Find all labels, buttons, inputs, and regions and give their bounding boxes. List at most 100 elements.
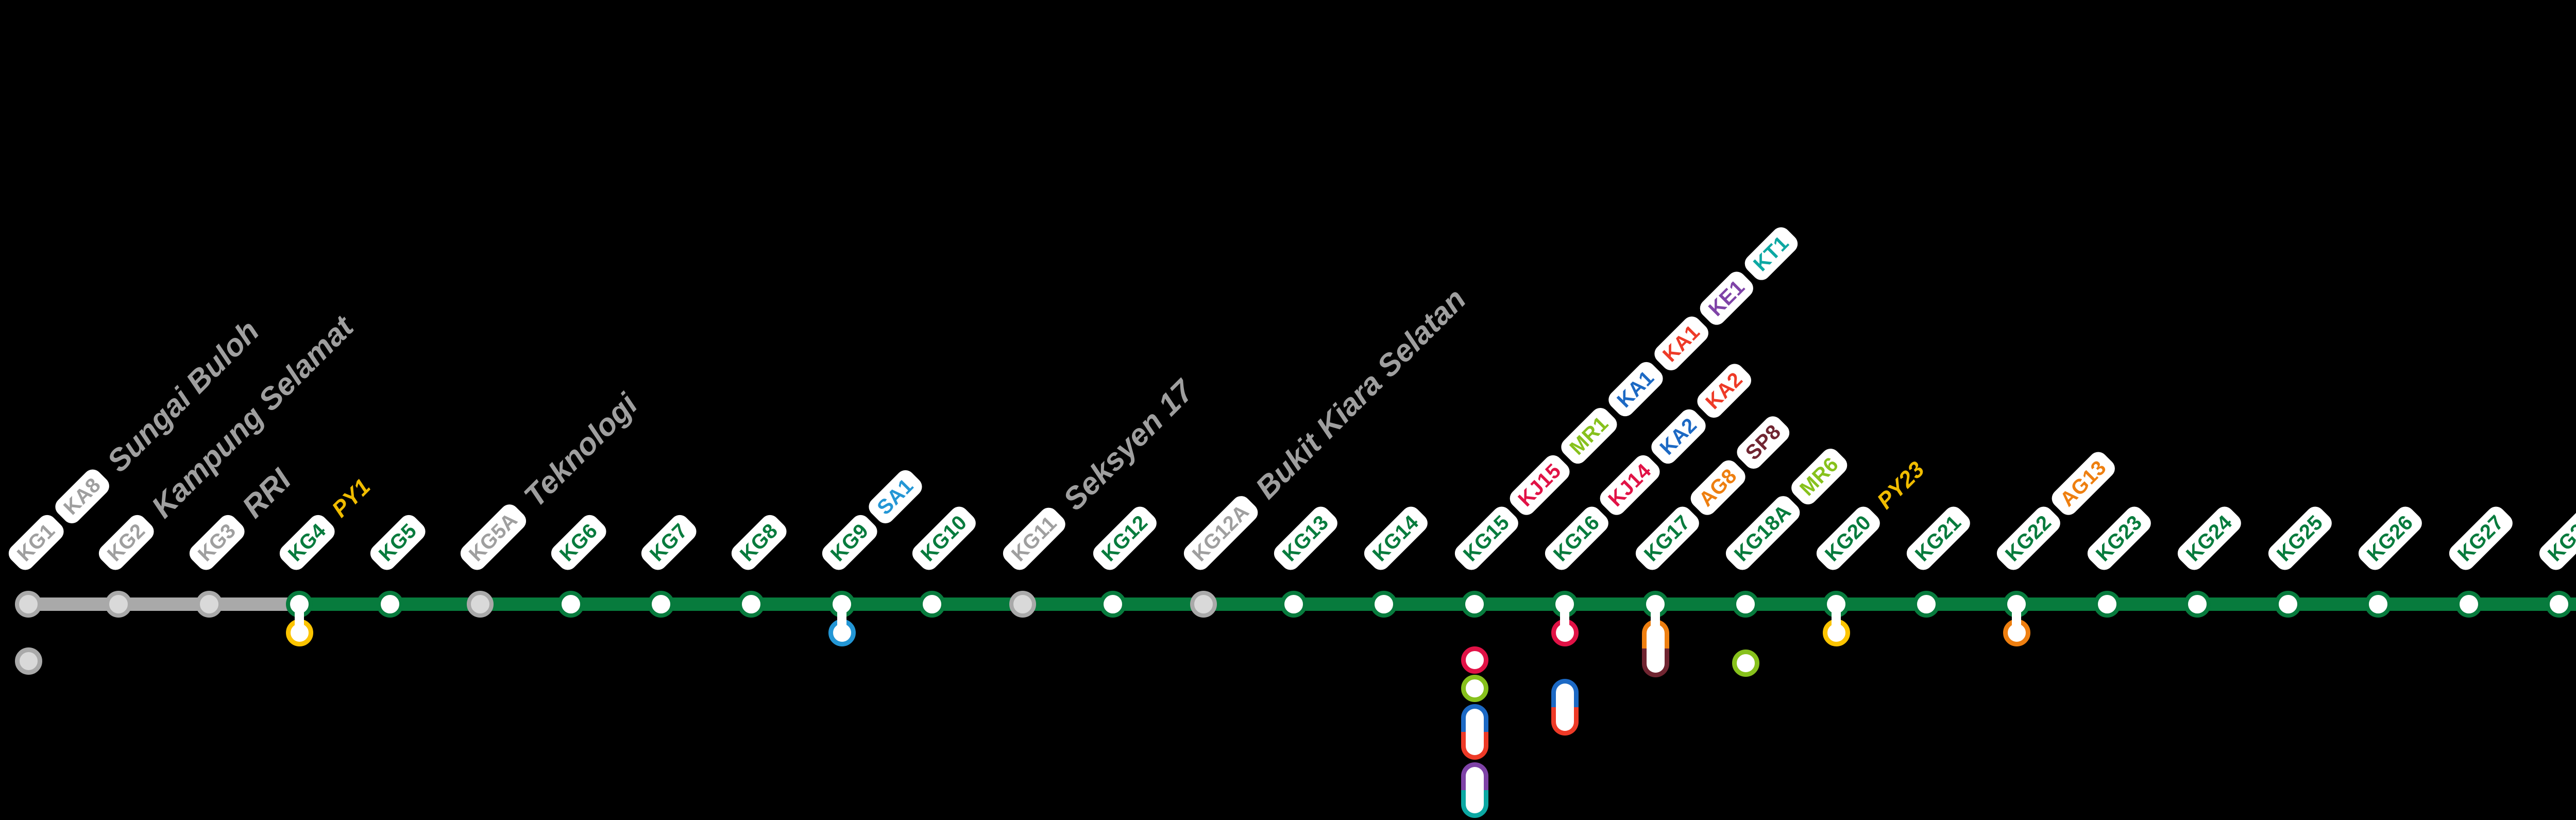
interchange-badge-SA1: SA1 [865,466,926,527]
station-code-badge-KG20: KG20 [1812,503,1884,574]
line-segment-closed [22,597,300,611]
interchange-badge-KT1: KT1 [1741,224,1802,284]
interchange-capsule [1461,762,1488,818]
interchange-grey-circle [15,647,42,675]
interchange-badge-KA8: KA8 [51,465,113,527]
capsule-inner [1465,767,1484,813]
station-dot-KG27 [2455,591,2482,618]
station-code-badge-KG28: KG28 [2535,503,2576,574]
station-label-rail-KG5: KG5 [366,511,429,574]
station-dot-KG25 [2274,591,2301,618]
station-code-badge-KG13: KG13 [1270,503,1341,574]
capsule-inner [1465,709,1484,755]
interchange-mr-circle [1461,675,1488,702]
interchange-badge-SP8: SP8 [1733,412,1793,473]
station-name-KG3: RRI [235,462,298,524]
station-dot-KG18A [1732,591,1759,618]
interchange-connector [837,604,846,633]
station-code-badge-KG27: KG27 [2445,503,2516,574]
interchange-connector [1831,604,1841,633]
station-dot-KG12A [1190,591,1217,618]
station-dot-KG28 [2546,591,2573,618]
interchange-badge-AG13: AG13 [2048,448,2119,519]
station-code-badge-KG8: KG8 [727,511,791,574]
station-code-badge-KG7: KG7 [637,511,700,574]
station-code-badge-KG4: KG4 [276,511,339,574]
interchange-badge-MR6: MR6 [1787,445,1851,508]
station-dot-KG12 [1099,591,1127,618]
interchange-mr-circle [1732,650,1760,677]
station-label-rail-KG14: KG14 [1360,503,1432,574]
station-code-badge-KG12: KG12 [1089,503,1161,574]
station-code-badge-KG18A: KG18A [1722,492,1804,574]
station-code-badge-KG15: KG15 [1451,503,1522,574]
interchange-connector [2012,604,2022,633]
station-dot-KG1 [15,591,42,618]
interchange-badge-KA1: KA1 [1604,358,1667,420]
interchange-badge-MR1: MR1 [1557,404,1621,468]
interchange-capsule [1461,704,1488,760]
interchange-connector [295,604,304,633]
interchange-label-PY1: PY1 [327,474,376,522]
station-name-KG1: Sungai Buloh [100,313,266,479]
station-code-badge-KG6: KG6 [547,511,610,574]
station-dot-KG15 [1461,591,1488,618]
station-dot-KG24 [2184,591,2211,618]
station-code-badge-KG25: KG25 [2264,503,2335,574]
station-code-badge-KG24: KG24 [2174,503,2245,574]
station-label-rail-KG26: KG26 [2354,503,2426,574]
interchange-badge-KJ15: KJ15 [1505,451,1573,519]
interchange-badge-KA1: KA1 [1650,312,1713,374]
interchange-badge-KJ14: KJ14 [1596,451,1664,519]
station-label-rail-KG27: KG27 [2445,503,2516,574]
station-dot-KG7 [648,591,674,618]
station-code-badge-KG14: KG14 [1360,503,1432,574]
station-dot-KG21 [1913,591,1940,618]
station-label-rail-KG7: KG7 [637,511,700,574]
station-dot-KG14 [1370,591,1398,618]
station-label-rail-KG23: KG23 [2083,503,2155,574]
station-code-badge-KG10: KG10 [908,503,980,574]
station-dot-KG10 [919,591,946,618]
line-segment-open [299,597,2576,611]
station-code-badge-KG16: KG16 [1541,503,1613,574]
interchange-connector [1650,604,1660,645]
station-label-rail-KG21: KG21 [1903,503,1974,574]
station-code-badge-KG11: KG11 [999,504,1070,574]
station-dot-KG23 [2093,591,2121,618]
interchange-badge-KA2: KA2 [1648,405,1710,468]
station-dot-KG11 [1009,591,1036,618]
station-code-badge-KG17: KG17 [1632,503,1703,574]
station-label-rail-KG24: KG24 [2174,503,2245,574]
station-dot-KG2 [105,591,132,618]
station-label-rail-KG25: KG25 [2264,503,2335,574]
station-label-rail-KG10: KG10 [908,503,980,574]
station-code-badge-KG2: KG2 [95,511,158,574]
station-code-badge-KG9: KG9 [818,511,881,574]
interchange-badge-AG8: AG8 [1686,456,1750,519]
capsule-inner [1556,684,1574,731]
station-label-rail-KG13: KG13 [1270,503,1341,574]
interchange-badge-KE1: KE1 [1696,267,1757,329]
station-code-badge-KG5: KG5 [366,511,429,574]
station-name-KG5A: Teknologi [517,386,644,514]
interchange-connector [1560,604,1570,633]
station-dot-KG8 [738,591,765,618]
station-code-badge-KG26: KG26 [2354,503,2426,574]
station-code-badge-KG12A: KG12A [1179,492,1262,574]
station-code-badge-KG1: KG1 [5,511,67,574]
interchange-label-PY23: PY23 [1872,456,1929,514]
station-code-badge-KG3: KG3 [185,511,248,574]
station-dot-KG5A [467,591,494,618]
station-code-badge-KG21: KG21 [1903,503,1974,574]
station-code-badge-KG22: KG22 [1993,503,2064,574]
station-label-rail-KG12: KG12 [1089,503,1161,574]
station-dot-KG26 [2365,591,2392,618]
station-dot-KG3 [195,591,223,618]
station-code-badge-KG23: KG23 [2083,503,2155,574]
